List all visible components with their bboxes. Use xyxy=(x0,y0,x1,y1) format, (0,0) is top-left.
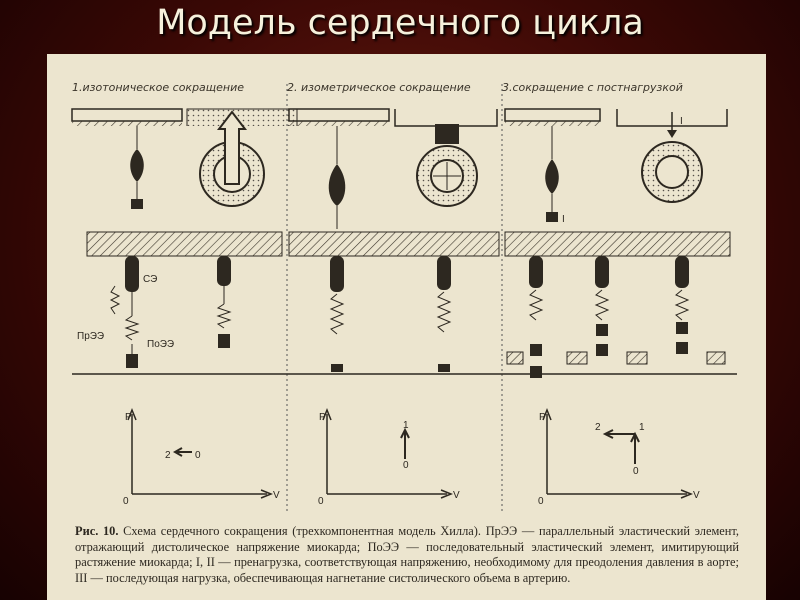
figure-caption: Рис. 10. Схема сердечного сокращения (тр… xyxy=(75,524,739,586)
panel1-scheme: СЭ ПрЭЭ ПоЭЭ xyxy=(77,231,283,368)
poee-label: ПоЭЭ xyxy=(147,339,174,350)
g3-origin-label: 0 xyxy=(538,496,544,507)
g1-origin-label: 0 xyxy=(123,496,129,507)
g2-one-label: 1 xyxy=(403,420,409,431)
pv-graph-2: P V 0 1 0 xyxy=(318,407,460,507)
panel-label-isotonic: 1.изотоническое сокращение xyxy=(72,81,244,94)
se-label: СЭ xyxy=(143,274,157,285)
g2-v-label: V xyxy=(453,490,460,501)
g3-zero-label: 0 xyxy=(633,466,639,477)
panel2-scheme xyxy=(288,231,500,372)
g1-zero-label: 0 xyxy=(195,450,201,461)
caption-lead: Рис. 10. xyxy=(75,524,119,538)
caption-text: Схема сердечного сокращения (трехкомпоне… xyxy=(75,524,739,585)
g1-p-label: P xyxy=(125,412,132,423)
g1-v-label: V xyxy=(273,490,280,501)
g3-p-label: P xyxy=(539,412,546,423)
panel-label-afterload: 3.сокращение с постнагрузкой xyxy=(502,81,683,94)
scanned-figure: 1.изотоническое сокращение 2. изометриче… xyxy=(47,54,766,600)
load-one-label-arrow: I xyxy=(680,116,683,127)
g2-origin-label: 0 xyxy=(318,496,324,507)
pv-graph-1: P V 0 2 0 xyxy=(123,407,280,507)
g2-zero-label: 0 xyxy=(403,460,409,471)
panel3-top: I I xyxy=(504,108,728,225)
panel-label-isometric: 2. изометрическое сокращение xyxy=(287,81,471,94)
pv-graph-3: P V 0 2 1 0 xyxy=(538,407,700,507)
hill-model-diagram: 1.изотоническое сокращение 2. изометриче… xyxy=(71,81,737,514)
g3-two-label: 2 xyxy=(595,422,601,433)
panel3-scheme xyxy=(504,231,731,378)
slide-title: Модель сердечного цикла xyxy=(156,3,644,43)
pree-label: ПрЭЭ xyxy=(77,331,104,342)
panel2-top xyxy=(288,108,498,229)
g2-p-label: P xyxy=(319,412,326,423)
g1-two-label: 2 xyxy=(165,450,171,461)
g3-v-label: V xyxy=(693,490,700,501)
load-one-label-top: I xyxy=(562,214,565,225)
g3-one-label: 1 xyxy=(639,422,645,433)
panel1-top xyxy=(71,108,298,209)
